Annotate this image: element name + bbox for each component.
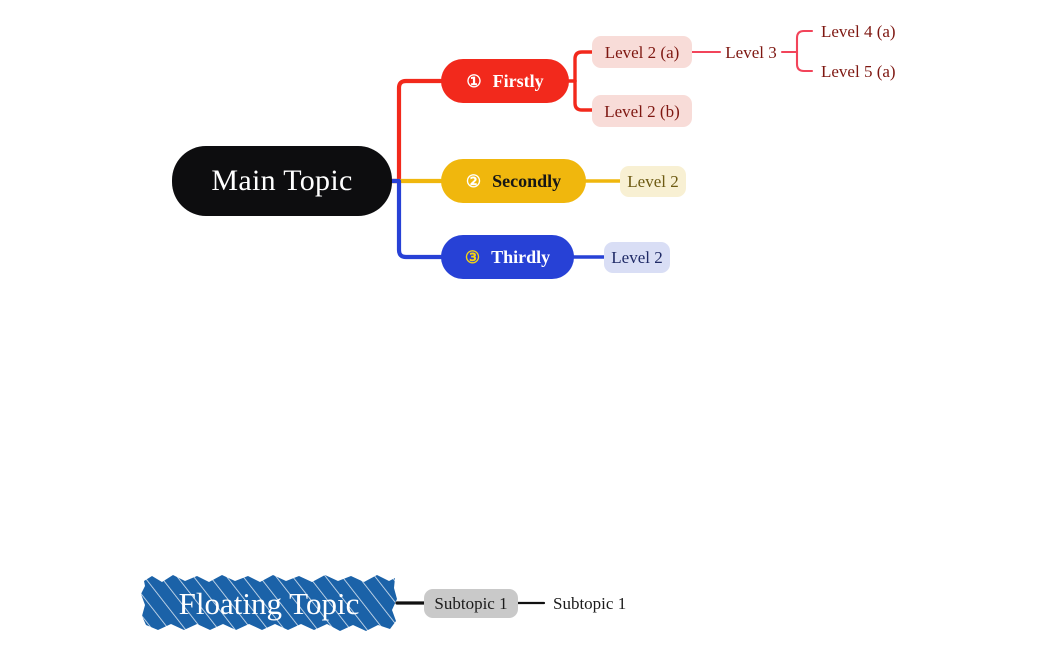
- node-subtopic-1-a-label: Subtopic 1: [434, 594, 508, 613]
- floating-topic-node[interactable]: Floating Topic: [140, 572, 398, 634]
- number-badge-one: ①: [466, 71, 482, 91]
- node-secondly-level-2-label: Level 2: [627, 172, 679, 191]
- node-level-2-a[interactable]: Level 2 (a): [592, 36, 692, 68]
- node-subtopic-1-b[interactable]: Subtopic 1: [544, 589, 640, 618]
- root-topic-label: Main Topic: [211, 164, 353, 197]
- number-badge-three: ③: [464, 247, 481, 267]
- sketch-highlight-shape: [141, 575, 397, 631]
- node-thirdly-level-2-label: Level 2: [611, 248, 663, 267]
- wire-firstly-to-level2a: [573, 50, 594, 83]
- node-level-3[interactable]: Level 3: [720, 37, 782, 67]
- branch-node-thirdly[interactable]: ③ Thirdly: [441, 235, 574, 279]
- node-level-3-label: Level 3: [725, 42, 777, 62]
- node-level-4-a[interactable]: Level 4 (a): [812, 17, 908, 45]
- number-badge-two: ②: [465, 171, 482, 191]
- wire-root-to-firstly: [389, 78, 444, 184]
- node-subtopic-1-a[interactable]: Subtopic 1: [424, 589, 518, 618]
- branch-node-firstly[interactable]: ① Firstly: [441, 59, 569, 103]
- wire-level3-to-level4a: [795, 29, 814, 54]
- floating-topic-label: Floating Topic: [178, 585, 360, 621]
- node-level-5-a[interactable]: Level 5 (a): [812, 57, 908, 85]
- branch-label-thirdly: Thirdly: [491, 247, 551, 267]
- node-level-2-b[interactable]: Level 2 (b): [592, 95, 692, 127]
- branch-label-firstly: Firstly: [492, 71, 544, 91]
- branch-node-secondly[interactable]: ② Secondly: [441, 159, 586, 203]
- node-subtopic-1-b-label: Subtopic 1: [553, 594, 627, 613]
- wire-firstly-to-level2b: [573, 79, 594, 112]
- wire-root-to-thirdly: [389, 178, 444, 260]
- node-level-2-a-label: Level 2 (a): [604, 42, 680, 62]
- root-topic-node[interactable]: Main Topic: [172, 146, 392, 216]
- wire-level3-to-level5a: [795, 50, 814, 73]
- node-secondly-level-2[interactable]: Level 2: [620, 166, 686, 197]
- node-level-2-b-label: Level 2 (b): [604, 101, 680, 121]
- node-thirdly-level-2[interactable]: Level 2: [604, 242, 670, 273]
- node-level-5-a-label: Level 5 (a): [821, 61, 896, 81]
- node-level-4-a-label: Level 4 (a): [821, 21, 896, 41]
- branch-label-secondly: Secondly: [492, 171, 562, 191]
